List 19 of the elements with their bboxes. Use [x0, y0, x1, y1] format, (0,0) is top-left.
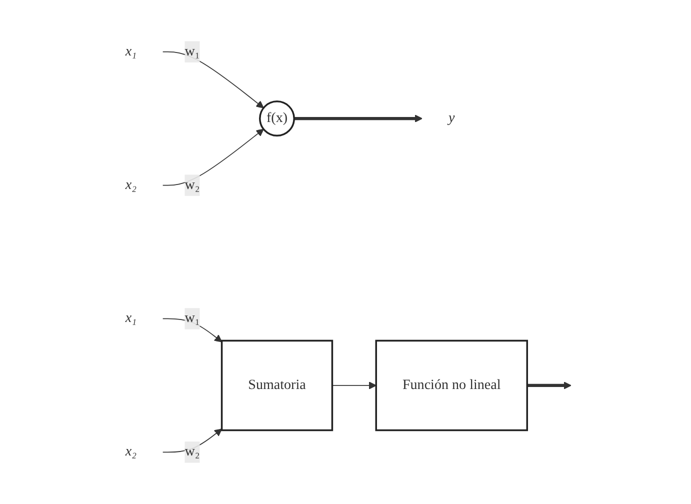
edge-label: w₂ — [185, 177, 200, 192]
node-box: Sumatoria — [221, 340, 334, 432]
arrow — [528, 382, 572, 390]
node-box: Función no lineal — [376, 340, 528, 432]
node-circle: f(x) — [259, 100, 296, 137]
arrow — [162, 128, 264, 186]
node-text: x₂ — [126, 177, 137, 192]
edge-label: w₁ — [185, 310, 200, 326]
node-text: x₁ — [126, 310, 137, 326]
node-text: y — [448, 110, 456, 126]
arrow — [294, 114, 423, 122]
arrow — [162, 318, 223, 342]
node-text: x₂ — [126, 444, 137, 460]
node-text: x₁ — [126, 44, 137, 59]
arrow — [162, 51, 264, 108]
arrow — [332, 382, 377, 390]
edge-label: w₁ — [185, 44, 200, 59]
arrow — [162, 428, 223, 453]
edge-label: w₂ — [185, 444, 200, 460]
